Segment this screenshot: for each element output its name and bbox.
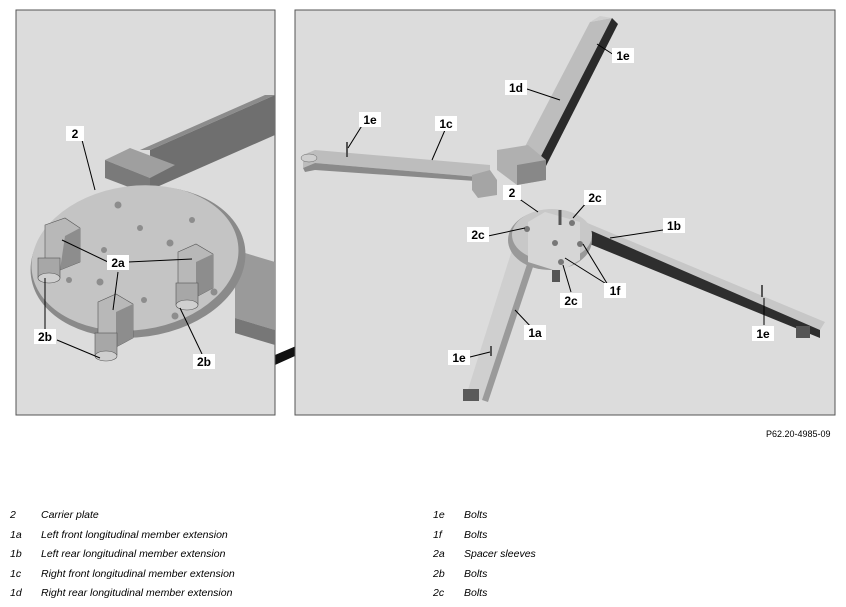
svg-text:1e: 1e (616, 49, 630, 63)
svg-text:2a: 2a (111, 256, 125, 270)
legend-desc: Right rear longitudinal member extension (41, 587, 233, 599)
svg-text:2c: 2c (471, 228, 485, 242)
svg-text:1f: 1f (610, 284, 622, 298)
legend-desc: Spacer sleeves (464, 548, 536, 560)
svg-text:2c: 2c (564, 294, 578, 308)
left-front-member-extension (463, 250, 536, 402)
legend-code: 2a (433, 548, 445, 560)
right-rear-member-extension (497, 16, 618, 185)
figure-reference-id: P62.20-4985-09 (766, 429, 831, 439)
legend-desc: Bolts (464, 587, 488, 599)
legend-row: 1b Left rear longitudinal member extensi… (10, 548, 390, 560)
callout-right-2: 2 (503, 185, 521, 200)
svg-text:1e: 1e (756, 327, 770, 341)
legend-row: 1c Right front longitudinal member exten… (10, 568, 390, 580)
callout-right-1b: 1b (663, 218, 685, 233)
svg-text:1e: 1e (452, 351, 466, 365)
callout-right-1f: 1f (604, 283, 626, 298)
callout-right-1e-right: 1e (752, 326, 774, 341)
detail-panel (15, 9, 276, 416)
callout-right-1c: 1c (435, 116, 457, 131)
legend-code: 2 (10, 509, 16, 521)
callout-left-2b-1: 2b (34, 329, 56, 344)
legend-desc: Bolts (464, 567, 488, 580)
legend-desc: Bolts (464, 509, 488, 521)
callout-left-2b-2: 2b (193, 354, 215, 369)
legend-desc: Right front longitudinal member extensio… (41, 567, 235, 580)
overview-panel (294, 9, 836, 416)
spacer-sleeve-group (37, 217, 214, 362)
svg-text:1a: 1a (528, 326, 542, 340)
callout-right-1d: 1d (505, 80, 527, 95)
legend-desc: Bolts (464, 528, 488, 541)
exploded-view-illustration: 2 2a 2b 2b 1e 1d 1e 1c (15, 9, 836, 416)
right-front-member-extension (300, 142, 497, 198)
legend-row: 2a Spacer sleeves (433, 548, 813, 560)
svg-text:2b: 2b (197, 355, 211, 369)
legend-code: 1f (433, 528, 442, 541)
callout-left-2a: 2a (107, 255, 129, 270)
callout-right-2c-top: 2c (584, 190, 606, 205)
callout-right-1e-mid: 1e (359, 112, 381, 127)
legend-row: 2c Bolts (433, 587, 813, 599)
legend-row: 1e Bolts (433, 509, 813, 521)
legend-row: 2 Carrier plate (10, 509, 390, 521)
legend-desc: Left rear longitudinal member extension (41, 548, 226, 560)
legend-desc: Carrier plate (41, 509, 99, 521)
callout-left-2: 2 (66, 126, 84, 141)
svg-text:2: 2 (509, 186, 516, 200)
svg-text:2c: 2c (588, 191, 602, 205)
legend-code: 1c (10, 567, 22, 580)
callout-right-2c-left: 2c (467, 227, 489, 242)
callout-right-1e-left: 1e (448, 350, 470, 365)
legend-row: 1d Right rear longitudinal member extens… (10, 587, 390, 599)
svg-text:2b: 2b (38, 330, 52, 344)
legend-code: 1a (10, 528, 22, 541)
callout-right-2c-bottom: 2c (560, 293, 582, 308)
left-rear-member-extension (575, 222, 825, 338)
carrier-plate (508, 209, 592, 282)
svg-text:1d: 1d (509, 81, 523, 95)
svg-text:1c: 1c (439, 117, 453, 131)
legend-row: 1f Bolts (433, 529, 813, 541)
svg-text:2: 2 (72, 127, 79, 141)
legend-code: 1d (10, 587, 22, 599)
svg-text:1e: 1e (363, 113, 377, 127)
callout-right-1a: 1a (524, 325, 546, 340)
callout-right-1e-top: 1e (612, 48, 634, 63)
legend-code: 1b (10, 548, 22, 560)
legend-code: 2b (433, 567, 445, 580)
legend-row: 2b Bolts (433, 568, 813, 580)
legend-row: 1a Left front longitudinal member extens… (10, 529, 390, 541)
legend-code: 2c (433, 587, 445, 599)
callout-labels: 2 2a 2b 2b 1e 1d 1e 1c (34, 48, 774, 369)
legend-code: 1e (433, 509, 445, 521)
svg-text:1b: 1b (667, 219, 681, 233)
legend-desc: Left front longitudinal member extension (41, 528, 228, 541)
